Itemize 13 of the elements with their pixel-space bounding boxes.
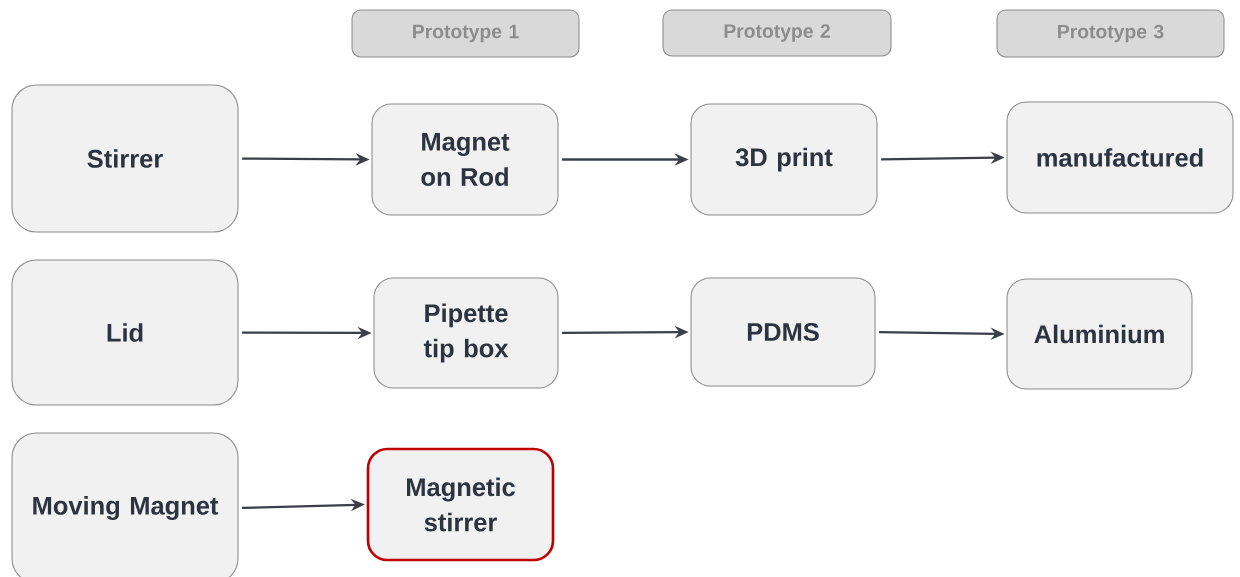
highlighted-box: Magnetic stirrer: [366, 447, 555, 562]
process-box: Moving Magnet: [11, 432, 239, 577]
header-box: Prototype 3: [996, 9, 1225, 58]
process-box: Magnet on Rod: [371, 103, 559, 216]
process-box: Pipette tip box: [373, 277, 559, 389]
process-box: PDMS: [690, 277, 876, 387]
process-box: manufactured: [1006, 101, 1234, 214]
header-box: Prototype 1: [351, 9, 580, 58]
header-box: Prototype 2: [662, 9, 892, 57]
process-box: Stirrer: [11, 84, 239, 233]
process-box: Aluminium: [1006, 278, 1193, 390]
process-box: Lid: [11, 259, 239, 406]
process-box: 3D print: [690, 103, 878, 216]
